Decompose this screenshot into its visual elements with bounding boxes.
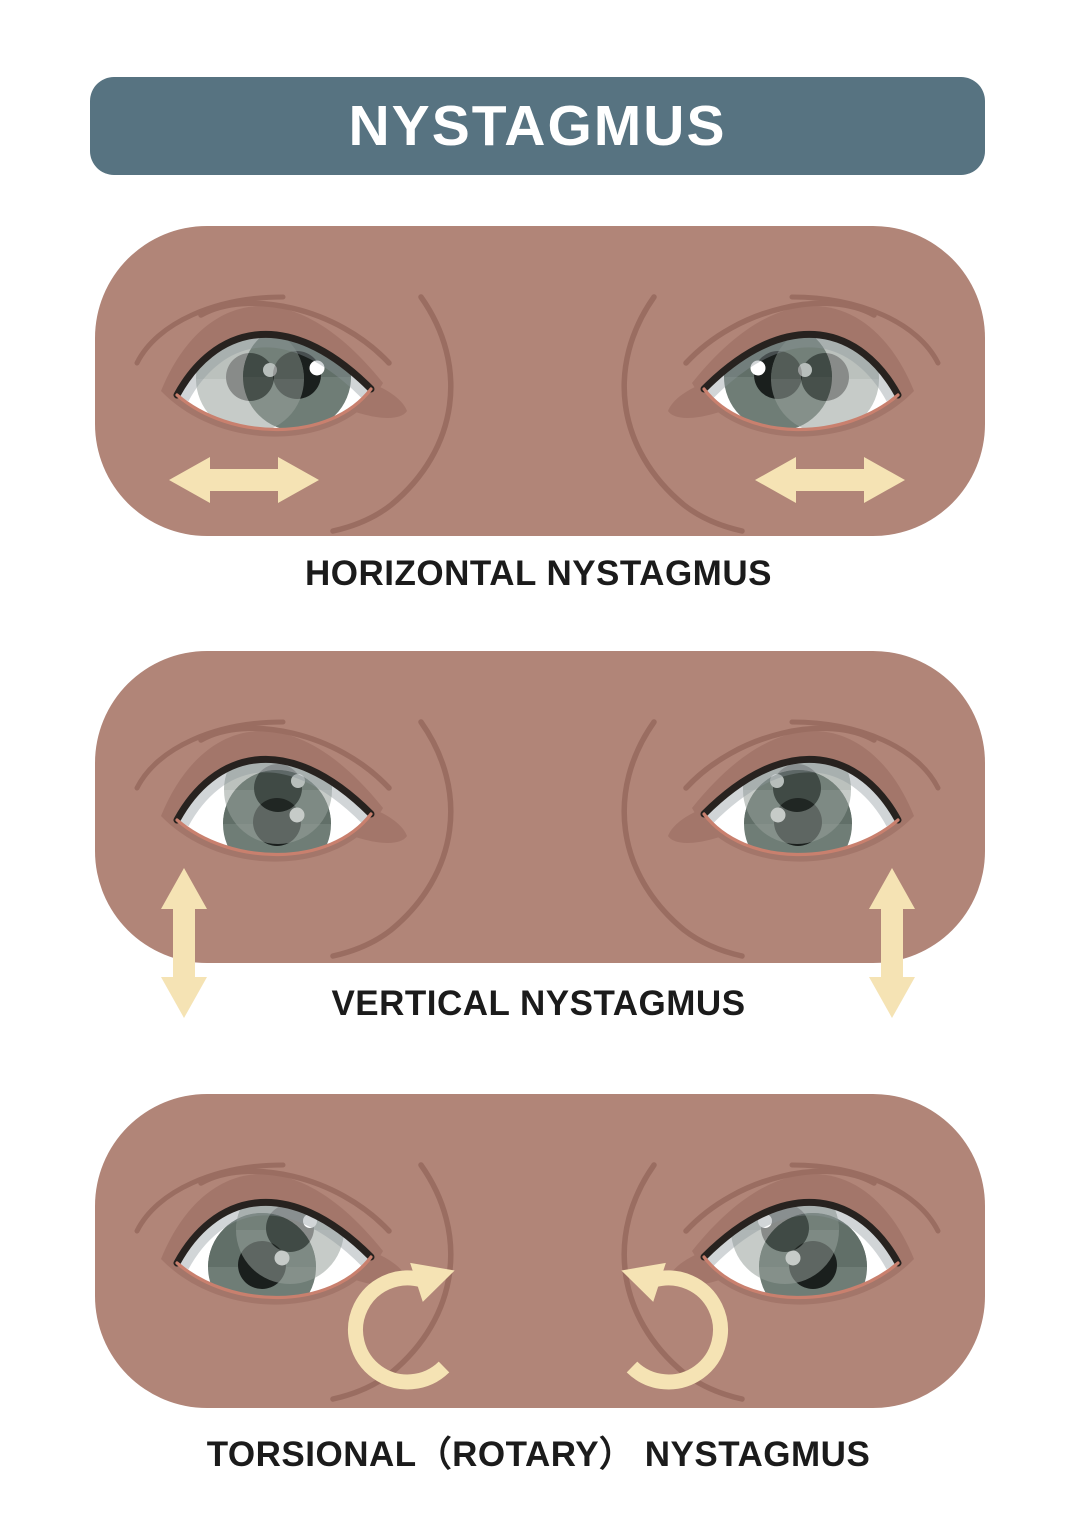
caption-torsional-nystagmus: TORSIONAL（ROTARY） NYSTAGMUS xyxy=(206,1435,871,1474)
title-banner: NYSTAGMUS xyxy=(90,77,985,175)
panel-horizontal xyxy=(95,226,985,536)
caption-vertical-nystagmus: VERTICAL NYSTAGMUS xyxy=(331,984,746,1023)
panel-vertical xyxy=(95,651,985,1018)
face-panel xyxy=(95,651,985,963)
caption-horizontal-nystagmus: HORIZONTAL NYSTAGMUS xyxy=(305,554,772,593)
page-title: NYSTAGMUS xyxy=(348,94,727,158)
face-panel xyxy=(95,226,985,536)
panel-torsional xyxy=(95,1094,985,1408)
face-panel xyxy=(95,1094,985,1408)
